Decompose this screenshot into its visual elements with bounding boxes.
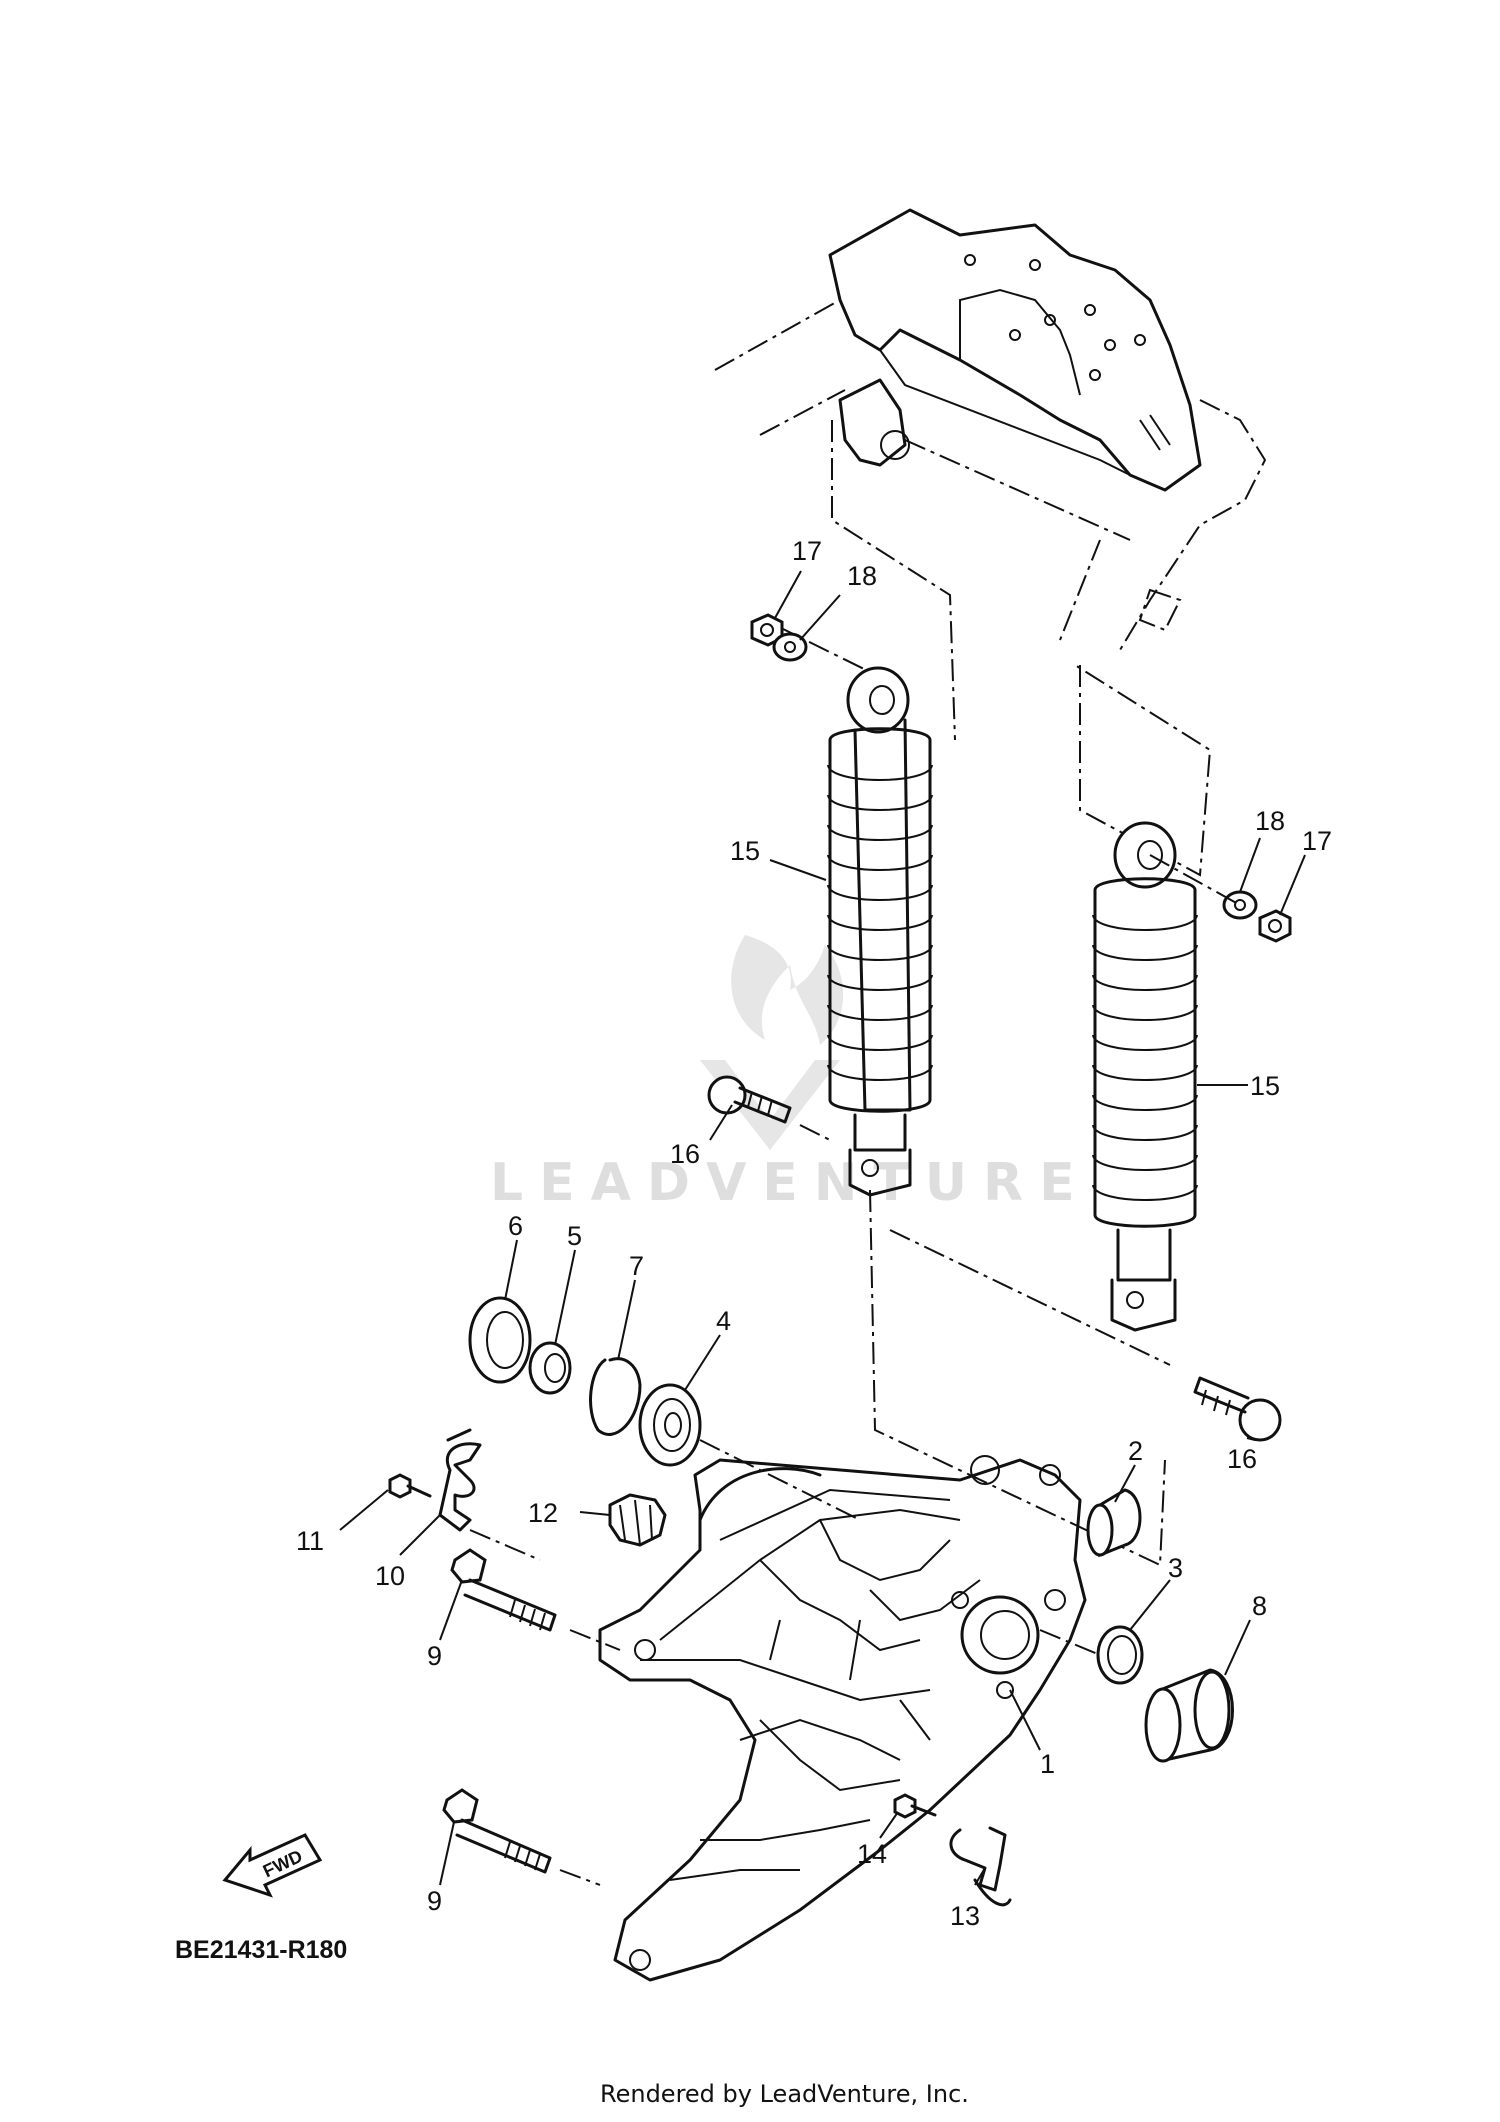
callout-15-right: 15 (1250, 1071, 1280, 1101)
rear-shock-absorber-right (1092, 821, 1198, 1332)
clamps-and-guides (388, 1428, 1012, 1907)
callout-2: 2 (1128, 1436, 1143, 1466)
leader-lines (339, 570, 1306, 1886)
pivot-bearings (468, 1296, 861, 1521)
fwd-arrow-icon (222, 1833, 323, 1898)
watermark-text: LEADVENTURE (490, 1153, 1091, 1213)
callout-18-left: 18 (847, 561, 877, 591)
callout-6: 6 (508, 1211, 523, 1241)
callout-7: 7 (629, 1251, 644, 1281)
callout-9-lower: 9 (427, 1886, 442, 1916)
callout-5: 5 (567, 1221, 582, 1251)
callout-16-left: 16 (670, 1139, 700, 1169)
rear-shock-absorber-left (827, 666, 933, 1197)
callout-9-upper: 9 (427, 1641, 442, 1671)
callout-1: 1 (1040, 1749, 1055, 1779)
callout-17-left: 17 (792, 536, 822, 566)
watermark: LEADVENTURE (490, 935, 1091, 1213)
callout-8: 8 (1252, 1591, 1267, 1621)
frame-crossmember (714, 208, 1267, 651)
forward-direction-indicator: FWD (222, 1833, 323, 1898)
bolts-shock-lower (707, 1075, 1282, 1442)
callout-16-right: 16 (1227, 1444, 1257, 1474)
callout-17-right: 17 (1302, 826, 1332, 856)
callout-4: 4 (716, 1306, 731, 1336)
callout-13: 13 (950, 1901, 980, 1931)
hardware-upper-mounts (750, 613, 1292, 943)
render-credit: Rendered by LeadVenture, Inc. (600, 2080, 969, 2108)
callout-12: 12 (528, 1498, 558, 1528)
rear-arm (598, 1455, 1087, 1982)
pivot-bolts (442, 1548, 621, 1886)
flame-logo-icon (731, 935, 844, 1045)
callout-18-right: 18 (1255, 806, 1285, 836)
callout-labels: 1 2 3 4 5 6 7 8 9 9 10 11 12 13 14 15 15… (296, 536, 1332, 1931)
callout-15-left: 15 (730, 836, 760, 866)
assembly-lines (774, 420, 1212, 1567)
callout-3: 3 (1168, 1553, 1183, 1583)
callout-14: 14 (857, 1839, 887, 1869)
callout-10: 10 (375, 1561, 405, 1591)
bushings-and-collars (1039, 1488, 1234, 1763)
drawing-code: BE21431-R180 (175, 1936, 347, 1964)
callout-11: 11 (296, 1526, 324, 1556)
